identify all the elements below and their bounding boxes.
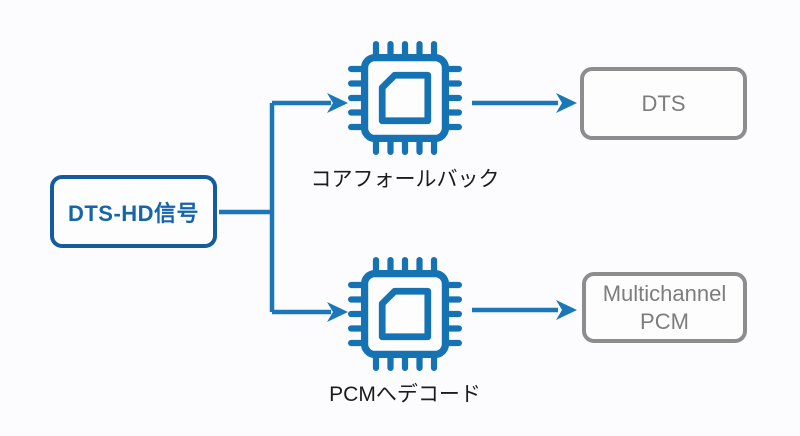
chip-icon: [348, 257, 462, 371]
processor-label-core-fallback: コアフォールバック: [310, 168, 500, 191]
output-node-multichannel-pcm: Multichannel PCM: [582, 272, 747, 343]
output-node-dts-label: DTS: [641, 90, 686, 116]
arrow-to-top-chip-icon: [327, 93, 348, 113]
arrow-to-dts-icon: [556, 93, 577, 113]
source-node-dts-hd: DTS-HD信号: [50, 175, 217, 248]
arrow-to-mcpcm-icon: [556, 300, 577, 320]
chip-icon: [348, 41, 462, 155]
output-node-dts: DTS: [580, 67, 747, 140]
output-node-mcpcm-label: Multichannel PCM: [602, 281, 727, 334]
processor-label-pcm-decode: PCMへデコード: [329, 383, 481, 406]
arrow-to-bottom-chip-icon: [327, 302, 348, 322]
source-node-label: DTS-HD信号: [67, 200, 200, 226]
